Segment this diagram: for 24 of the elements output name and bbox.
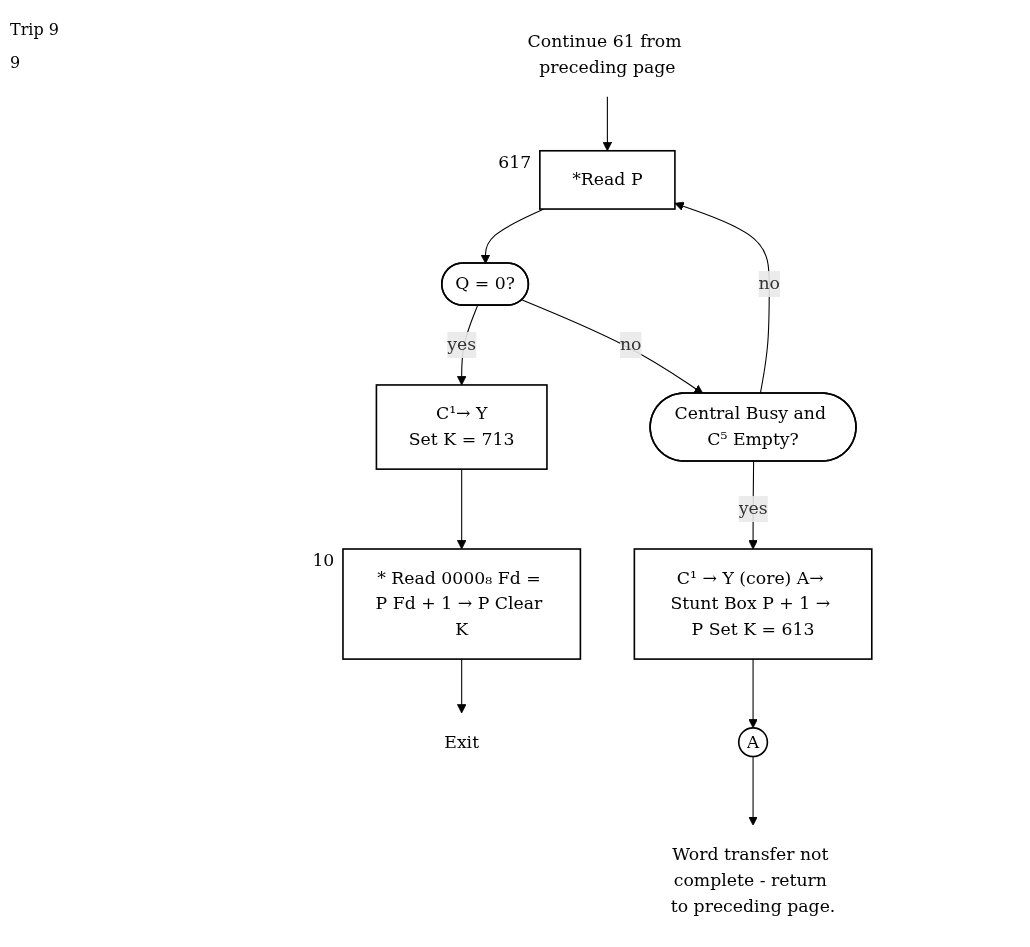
node-box: C¹→ Y Set K = 713 xyxy=(375,383,548,470)
arrow xyxy=(456,468,467,549)
step-number: 10 xyxy=(312,549,335,570)
arrow xyxy=(480,208,545,264)
arrow xyxy=(674,201,770,394)
edge-label: no xyxy=(758,272,780,294)
node-box: *Read P xyxy=(539,149,676,210)
arrow xyxy=(456,658,467,713)
bracket-label: Trip 9 xyxy=(10,20,60,39)
step-number: 617 xyxy=(498,151,532,172)
node-box: C¹ → Y (core) A→ Stunt Box P + 1 → P Set K = 613 xyxy=(633,547,873,660)
arrow xyxy=(521,298,704,394)
edge-label: yes xyxy=(738,497,768,519)
arrow xyxy=(748,658,758,728)
node-text: Continue 61 from preceding page xyxy=(527,30,682,77)
node-text: Word transfer not complete - return to preceding page. xyxy=(670,843,836,916)
bracket-label: 9 xyxy=(10,53,22,72)
node-box: * Read 0000₈ Fd = P Fd + 1 → P Clear K xyxy=(342,547,582,660)
node-text: Exit xyxy=(444,730,480,752)
edge-label: no xyxy=(620,333,642,355)
arrow xyxy=(602,95,613,151)
node-circle: A xyxy=(737,726,769,757)
arrow xyxy=(748,755,758,826)
edge-label: yes xyxy=(447,333,477,355)
